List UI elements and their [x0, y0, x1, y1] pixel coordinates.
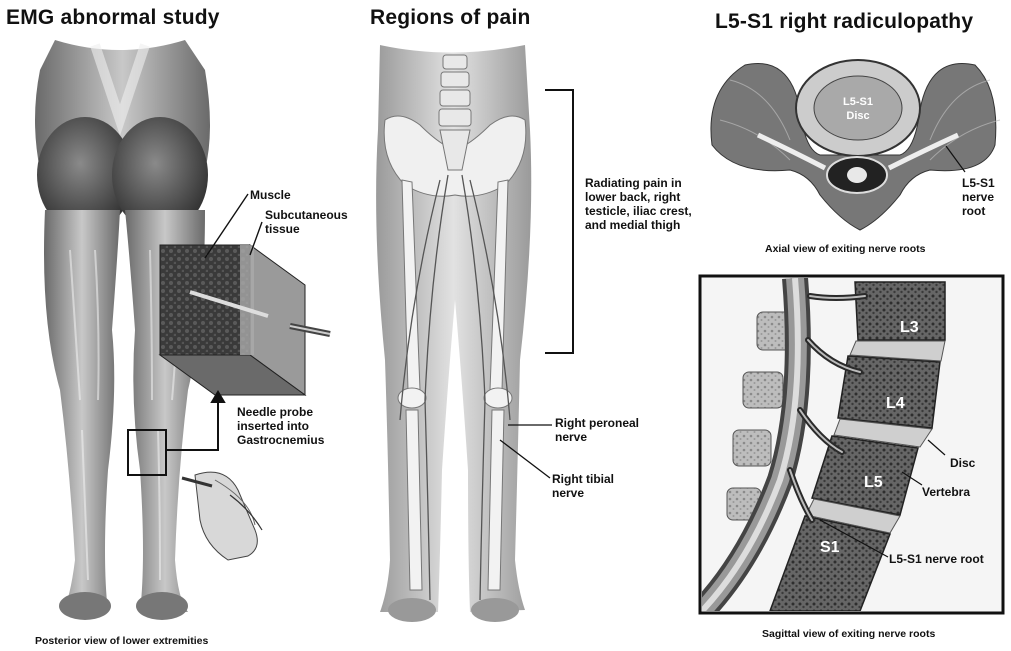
axial-disc-label-line2: Disc [846, 110, 869, 122]
subcutaneous-label: Subcutaneous tissue [265, 208, 348, 236]
hand-with-probe [182, 472, 262, 560]
axial-caption: Axial view of exiting nerve roots [765, 243, 925, 255]
pain-region-bracket [545, 90, 573, 353]
needle-probe-label: Needle probe inserted into Gastrocnemius [237, 405, 324, 447]
tissue-cube-inset [160, 245, 330, 395]
anterior-body-illustration [376, 45, 531, 622]
emg-panel-title: EMG abnormal study [6, 6, 220, 30]
sagittal-caption: Sagittal view of exiting nerve roots [762, 628, 935, 640]
radiating-pain-label: Radiating pain in lower back, right test… [585, 176, 692, 232]
vertebra-label: Vertebra [922, 485, 970, 499]
radiculopathy-panel-title: L5-S1 right radiculopathy [715, 10, 973, 34]
axial-nerve-root-label: L5-S1 nerve root [962, 176, 995, 218]
axial-disc-label-line1: L5-S1 [843, 96, 873, 108]
disc-label: Disc [950, 456, 975, 470]
axial-vertebra-illustration [711, 60, 1000, 230]
pain-panel-title: Regions of pain [370, 6, 531, 30]
label-l4: L4 [886, 395, 905, 412]
muscle-label: Muscle [250, 188, 291, 202]
peroneal-nerve-label: Right peroneal nerve [555, 416, 639, 444]
label-s1: S1 [820, 539, 840, 556]
label-l5: L5 [864, 474, 883, 491]
sagittal-nerve-root-label: L5-S1 nerve root [889, 552, 984, 566]
tibial-nerve-label: Right tibial nerve [552, 472, 614, 500]
label-l3: L3 [900, 319, 919, 336]
emg-caption: Posterior view of lower extremities [35, 635, 208, 647]
